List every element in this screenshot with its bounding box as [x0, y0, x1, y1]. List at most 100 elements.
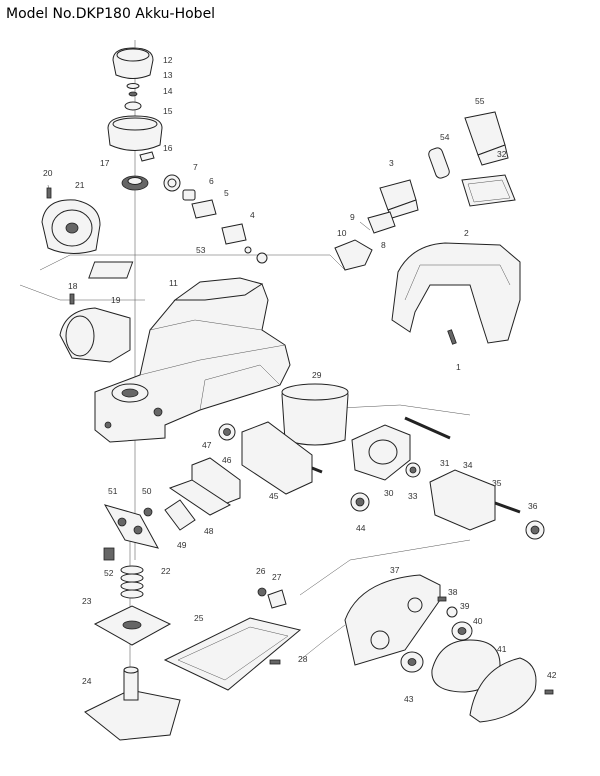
clip-16b — [139, 151, 155, 162]
cover-37 — [344, 574, 441, 666]
spring-22 — [120, 565, 144, 599]
part-label-52: 52 — [104, 568, 114, 578]
screw-42 — [544, 689, 554, 695]
part-4 — [221, 223, 247, 245]
part-label-6: 6 — [209, 176, 214, 186]
drum-section — [143, 421, 323, 531]
drum-45 — [241, 421, 313, 495]
nut-14 — [128, 91, 138, 97]
guide-lines — [19, 40, 471, 690]
part-label-11: 11 — [169, 278, 178, 288]
part-label-27: 27 — [272, 572, 282, 582]
part-label-35: 35 — [492, 478, 502, 488]
part-label-23: 23 — [82, 596, 92, 606]
cylinder-54 — [428, 147, 450, 179]
part-6 — [182, 189, 196, 201]
part-label-7: 7 — [193, 162, 198, 172]
part-label-45: 45 — [269, 491, 279, 501]
clip-27 — [267, 589, 287, 609]
main-housing-11 — [94, 277, 291, 443]
part-label-43: 43 — [404, 694, 414, 704]
knob-top — [116, 48, 150, 62]
part-label-25: 25 — [194, 613, 204, 623]
part-label-53: 53 — [196, 245, 206, 255]
blade-48 — [168, 479, 231, 516]
screw-28 — [269, 659, 281, 665]
part-label-50: 50 — [142, 486, 152, 496]
part-label-10: 10 — [337, 228, 347, 238]
part-19 — [59, 293, 131, 363]
part-label-8: 8 — [381, 240, 386, 250]
part-label-37: 37 — [390, 565, 400, 575]
part-label-34: 34 — [463, 460, 473, 470]
depth-knob-assembly — [107, 47, 163, 191]
part-label-22: 22 — [161, 566, 171, 576]
switch-parts — [163, 174, 268, 264]
ball-26 — [257, 587, 267, 597]
part-label-29: 29 — [312, 370, 322, 380]
screw-4b — [256, 252, 268, 264]
part-label-48: 48 — [204, 526, 214, 536]
screw-18 — [69, 293, 75, 305]
part-label-17: 17 — [100, 158, 110, 168]
plate-51 — [103, 504, 159, 561]
part-label-30: 30 — [384, 488, 394, 498]
part-label-28: 28 — [298, 654, 308, 664]
label-53 — [88, 261, 134, 279]
part-label-4: 4 — [250, 210, 255, 220]
part-label-55: 55 — [475, 96, 485, 106]
part-label-44: 44 — [356, 523, 366, 533]
part-label-42: 42 — [547, 670, 557, 680]
bolt-31 — [404, 416, 451, 440]
handle-2 — [391, 242, 521, 345]
trigger-10 — [334, 239, 373, 271]
part-label-15: 15 — [163, 106, 173, 116]
rear-base-25 — [163, 587, 302, 691]
bolt-52 — [103, 547, 115, 561]
part-label-31: 31 — [440, 458, 450, 468]
part-label-40: 40 — [473, 616, 483, 626]
part-label-12: 12 — [163, 55, 173, 65]
part-label-38: 38 — [448, 587, 458, 597]
part-label-14: 14 — [163, 86, 173, 96]
part-label-33: 33 — [408, 491, 418, 501]
armature-34 — [429, 469, 496, 531]
washer-13 — [126, 83, 140, 89]
part-label-16: 16 — [163, 143, 173, 153]
part-label-3: 3 — [389, 158, 394, 168]
part-label-39: 39 — [460, 601, 470, 611]
part-label-36: 36 — [528, 501, 538, 511]
motor-section — [218, 383, 545, 540]
part-label-21: 21 — [75, 180, 85, 190]
part-label-49: 49 — [177, 540, 187, 550]
screw-38 — [437, 596, 447, 602]
part-label-20: 20 — [43, 168, 53, 178]
part-label-51: 51 — [108, 486, 118, 496]
part-label-24: 24 — [82, 676, 92, 686]
bearing-39 — [446, 606, 458, 618]
pad-32 — [461, 174, 516, 207]
part-label-46: 46 — [222, 455, 232, 465]
belt-drive-section — [344, 574, 554, 723]
part-label-41: 41 — [497, 644, 507, 654]
side-cover-41b — [469, 657, 537, 723]
part-label-2: 2 — [464, 228, 469, 238]
part-label-19: 19 — [111, 295, 121, 305]
part-5 — [191, 199, 217, 219]
screw-20 — [46, 187, 52, 199]
ring-15 — [124, 101, 142, 111]
shoe-24 — [84, 689, 181, 741]
part-number-labels: 1 2 3 4 5 6 7 8 9 10 11 12 13 14 15 16 1… — [43, 55, 557, 704]
part-label-54: 54 — [440, 132, 450, 142]
part-label-9: 9 — [350, 212, 355, 222]
part-label-47: 47 — [202, 440, 212, 450]
battery-terminal — [428, 111, 516, 207]
fan-cover-21 — [41, 184, 101, 254]
part-label-32: 32 — [497, 149, 507, 159]
part-label-18: 18 — [68, 281, 78, 291]
clamp-49 — [164, 499, 196, 531]
depth-shoe-assembly — [84, 565, 181, 741]
screw-1 — [447, 329, 457, 345]
diagram-title: Model No.DKP180 Akku-Hobel — [6, 6, 216, 22]
